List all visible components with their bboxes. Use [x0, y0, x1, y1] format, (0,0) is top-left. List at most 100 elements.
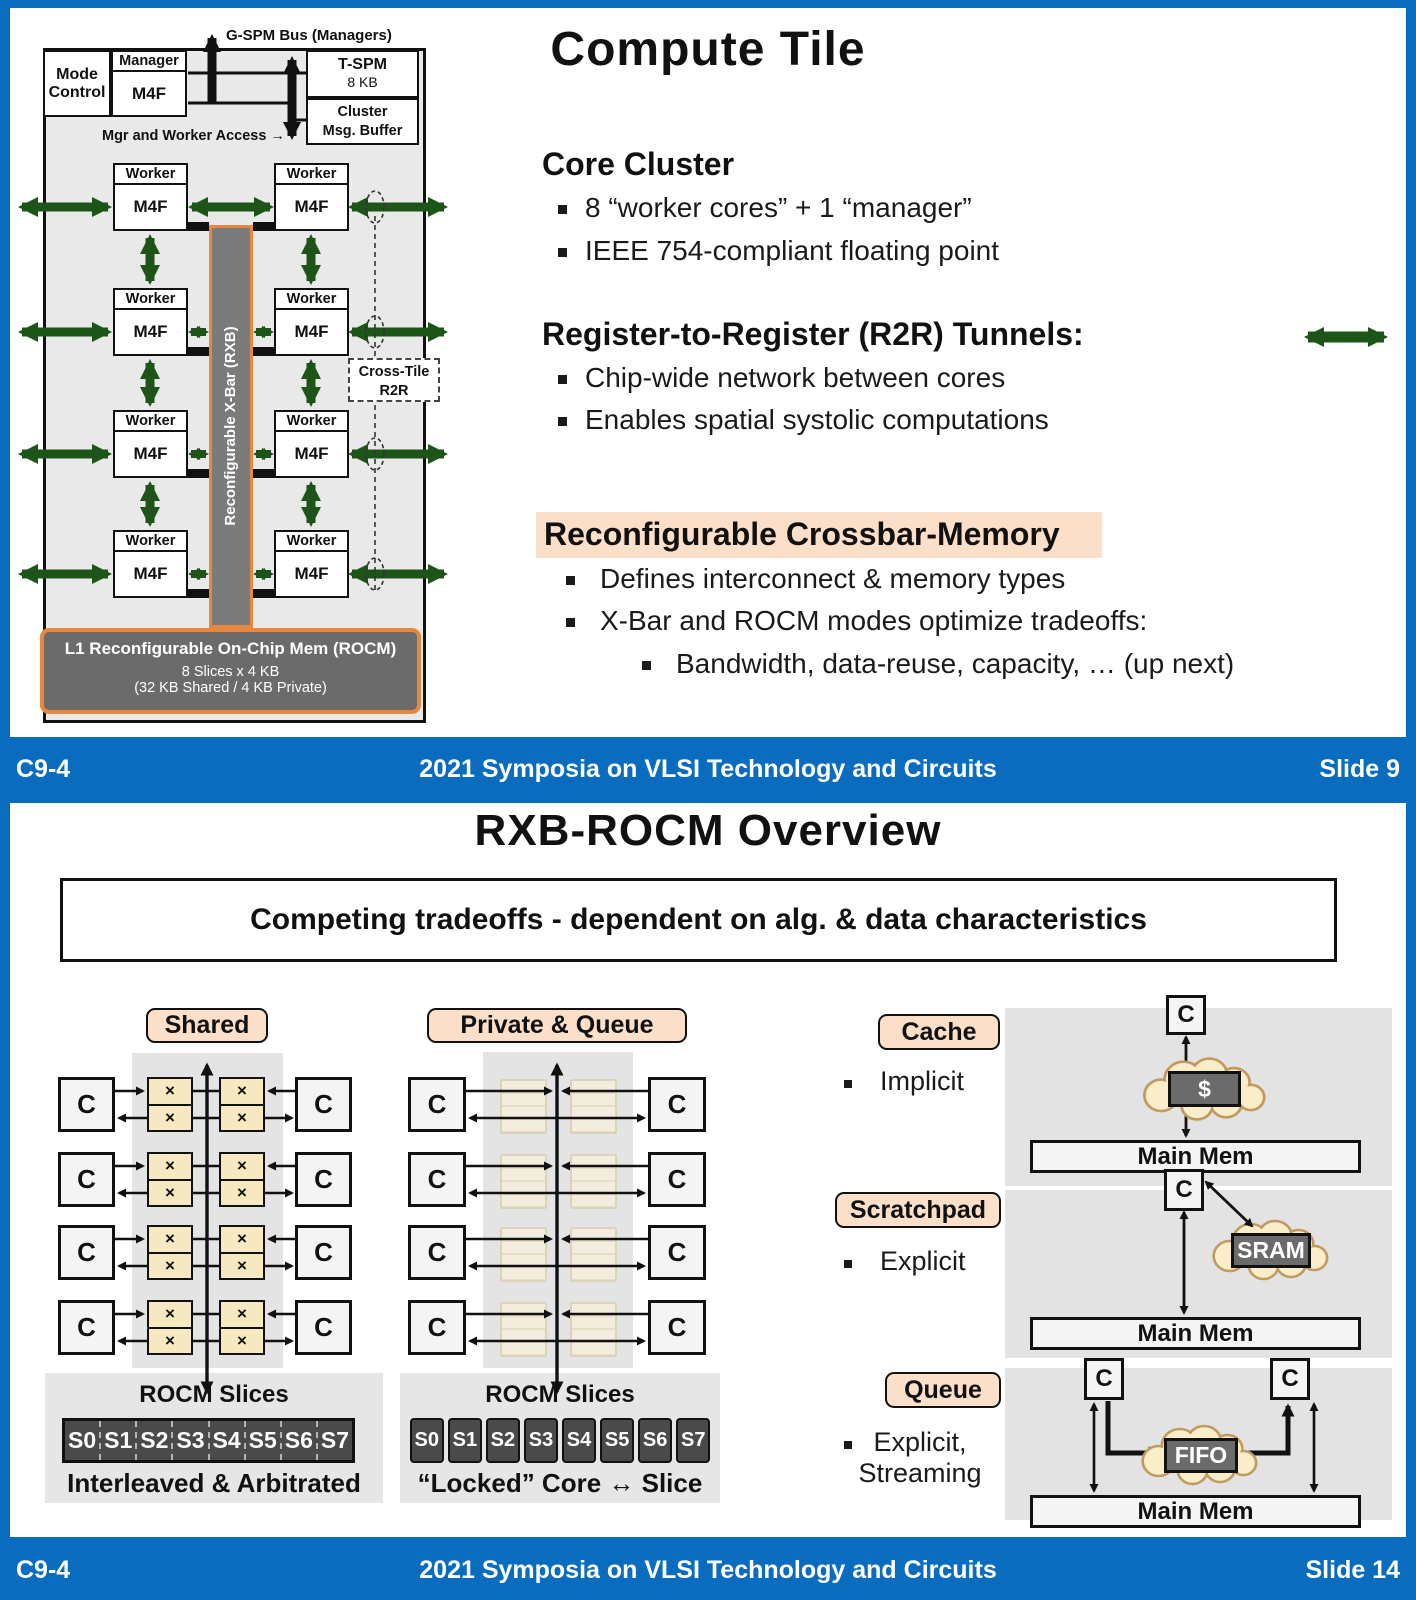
ghost-xbar-box	[570, 1227, 617, 1282]
scratchpad-label-text: Scratchpad	[849, 1195, 987, 1224]
tspm-label: T-SPM	[338, 56, 387, 73]
cache-main-mem: Main Mem	[1030, 1140, 1361, 1173]
rocm-line3: (32 KB Shared / 4 KB Private)	[134, 680, 327, 696]
slice-s7: S7	[676, 1418, 710, 1463]
rocm-box: L1 Reconfigurable On-Chip Mem (ROCM) 8 S…	[40, 628, 421, 714]
core-box: C	[58, 1300, 115, 1355]
core-box: C	[408, 1225, 466, 1280]
core-label: C	[427, 1237, 447, 1267]
xbar-cell: ×	[221, 1251, 263, 1279]
bullet-marker	[558, 248, 567, 257]
bullet-marker	[558, 375, 567, 384]
queue-main-mem: Main Mem	[1030, 1495, 1361, 1528]
shared-slice-bar: S0 S1 S2 S3 S4 S5 S6 S7	[62, 1418, 355, 1463]
mode-control-label: Mode Control	[48, 65, 106, 101]
fifo-box: FIFO	[1164, 1438, 1238, 1473]
access-label: Mgr and Worker Access →	[102, 128, 285, 144]
core-box: C	[58, 1077, 115, 1132]
queue-bullet-line2: Streaming	[858, 1458, 982, 1488]
private-caption: “Locked” Core ↔ Slice	[417, 1468, 703, 1498]
core-box: C	[648, 1077, 706, 1132]
xbar-box: ××	[219, 1225, 265, 1280]
queue-label: Queue	[885, 1372, 1001, 1408]
ghost-xbar-box	[500, 1302, 547, 1357]
bullet-text: Defines interconnect & memory types	[600, 563, 1066, 594]
bullet-marker	[844, 1080, 852, 1088]
footer-session-id: C9-4	[16, 754, 71, 783]
xbar-cell: ×	[221, 1103, 263, 1131]
worker-header: Worker	[115, 165, 186, 185]
main-mem-label: Main Mem	[1137, 1142, 1254, 1170]
core-box: C	[648, 1225, 706, 1280]
gspm-bus-label: G-SPM Bus (Managers)	[226, 27, 392, 44]
core-label: C	[1095, 1365, 1113, 1392]
xbar-cell: ×	[165, 1081, 175, 1101]
core-label: C	[667, 1164, 687, 1194]
sub-bullet-marker	[642, 661, 651, 670]
xbar-box: ××	[219, 1152, 265, 1207]
slice-s2: S2	[135, 1421, 171, 1460]
cache-dollar-box: $	[1168, 1071, 1241, 1107]
worker-header: Worker	[276, 532, 347, 552]
worker-header: Worker	[115, 532, 186, 552]
worker-core-label: M4F	[133, 564, 168, 583]
xbar-box: ××	[219, 1300, 265, 1355]
core-box: C	[58, 1152, 115, 1207]
core-label: C	[667, 1089, 687, 1119]
shared-label-text: Shared	[164, 1011, 250, 1039]
xbar-box: ××	[147, 1152, 193, 1207]
ghost-xbar-box	[570, 1302, 617, 1357]
core-label: C	[1281, 1365, 1299, 1392]
core-box: C	[408, 1152, 466, 1207]
worker-header: Worker	[115, 412, 186, 432]
main-mem-label: Main Mem	[1137, 1497, 1254, 1525]
core-box: C	[295, 1300, 352, 1355]
sub-bullet-text: Bandwidth, data-reuse, capacity, … (up n…	[676, 648, 1235, 679]
core-label: C	[314, 1089, 333, 1119]
core-box: C	[295, 1225, 352, 1280]
section-heading-core-cluster: Core Cluster	[542, 146, 735, 182]
slice-s5: S5	[600, 1418, 634, 1463]
core-label: C	[1175, 1176, 1193, 1203]
bullet-text: Chip-wide network between cores	[585, 362, 1006, 393]
slice-s0: S0	[410, 1418, 444, 1463]
private-slices-title: ROCM Slices	[485, 1381, 635, 1408]
worker-header: Worker	[276, 412, 347, 432]
worker-header: Worker	[276, 290, 347, 310]
scratchpad-main-mem: Main Mem	[1030, 1317, 1361, 1350]
xbar-cell: ×	[237, 1304, 247, 1324]
xbar-box: ××	[147, 1077, 193, 1132]
core-box: C	[648, 1300, 706, 1355]
slide2-footer: 2021 Symposia on VLSI Technology and Cir…	[16, 1551, 1400, 1589]
xbar-cell: ×	[237, 1081, 247, 1101]
worker-header: Worker	[276, 165, 347, 185]
xbar-box: ××	[147, 1225, 193, 1280]
section-heading-crossbar-memory: Reconfigurable Crossbar-Memory	[544, 516, 1060, 552]
core-label: C	[427, 1089, 447, 1119]
main-mem-label: Main Mem	[1137, 1319, 1254, 1347]
footer-session-id: C9-4	[16, 1555, 71, 1584]
manager-core-label: M4F	[132, 84, 166, 103]
slice-s0: S0	[67, 1427, 97, 1453]
worker-core-label: M4F	[294, 322, 329, 341]
bullet-text: Enables spatial systolic computations	[585, 404, 1049, 435]
slide1-title: Compute Tile	[550, 23, 866, 76]
worker-core-label: M4F	[294, 197, 329, 216]
xbar-cell: ×	[237, 1156, 247, 1176]
scratchpad-bullet: Explicit	[880, 1246, 966, 1276]
worker-core-label: M4F	[133, 444, 168, 463]
manager-core-box: Manager M4F	[111, 50, 187, 117]
footer-conference: 2021 Symposia on VLSI Technology and Cir…	[419, 1555, 997, 1584]
bullet-marker	[844, 1260, 852, 1268]
ghost-xbar-box	[570, 1079, 617, 1134]
rxb-label: Reconfigurable X-Bar (RXB)	[222, 326, 239, 526]
core-label: C	[77, 1089, 96, 1119]
core-box: C	[408, 1300, 466, 1355]
